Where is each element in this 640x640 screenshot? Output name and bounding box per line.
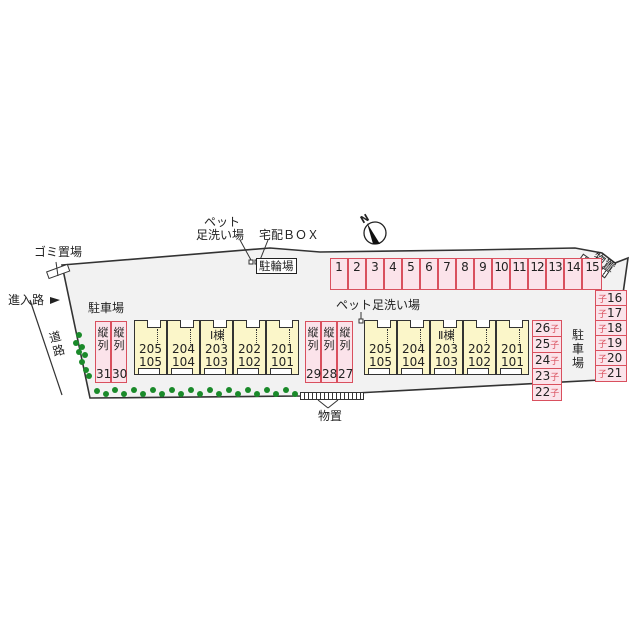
delivery-box-label: 宅配ＢＯＸ	[259, 228, 320, 242]
parking-space[interactable]: 9	[474, 258, 492, 290]
parking-right-label: 駐車場	[571, 328, 584, 370]
parking-space[interactable]: 1	[330, 258, 348, 290]
storage-shed-bottom	[300, 392, 364, 400]
parking-space[interactable]: 15	[582, 258, 602, 290]
entrance-road-label: 進入路	[8, 293, 45, 307]
parking-space[interactable]: 7	[438, 258, 456, 290]
bike-parking-label: 駐輪場	[256, 258, 297, 274]
parking-space[interactable]: 22子	[532, 384, 562, 401]
parking-space[interactable]: 8	[456, 258, 474, 290]
parking-space[interactable]: 5	[402, 258, 420, 290]
parking-space[interactable]: 10	[492, 258, 510, 290]
pet-wash-top-label-2: 足洗い場	[196, 228, 245, 242]
parking-space[interactable]: 14	[564, 258, 582, 290]
parking-space[interactable]: 13	[546, 258, 564, 290]
parking-space[interactable]: 子16	[595, 290, 627, 307]
parking-left-label: 駐車場	[88, 301, 125, 315]
parking-space[interactable]: 2	[348, 258, 366, 290]
parking-space[interactable]: 子21	[595, 365, 627, 382]
parking-space[interactable]: 3	[366, 258, 384, 290]
pet-wash-mid-label: ペット足洗い場	[336, 298, 421, 312]
building-1-name: Ⅰ棟	[210, 329, 225, 342]
parking-space[interactable]: 6	[420, 258, 438, 290]
parking-space[interactable]: 4	[384, 258, 402, 290]
parking-space[interactable]: 子17	[595, 305, 627, 322]
parking-space[interactable]: 12	[528, 258, 546, 290]
parking-space[interactable]: 26子	[532, 320, 562, 337]
parking-space[interactable]: 24子	[532, 352, 562, 369]
garbage-area-label: ゴミ置場	[34, 245, 83, 259]
parking-space[interactable]: 23子	[532, 368, 562, 385]
parking-space[interactable]: 11	[510, 258, 528, 290]
building-2-name: Ⅱ棟	[438, 329, 455, 342]
parking-space[interactable]: 子20	[595, 350, 627, 367]
storage-bottom-label: 物置	[318, 409, 343, 423]
pet-wash-top-label-1: ペット	[204, 215, 241, 229]
parking-space[interactable]: 25子	[532, 336, 562, 353]
